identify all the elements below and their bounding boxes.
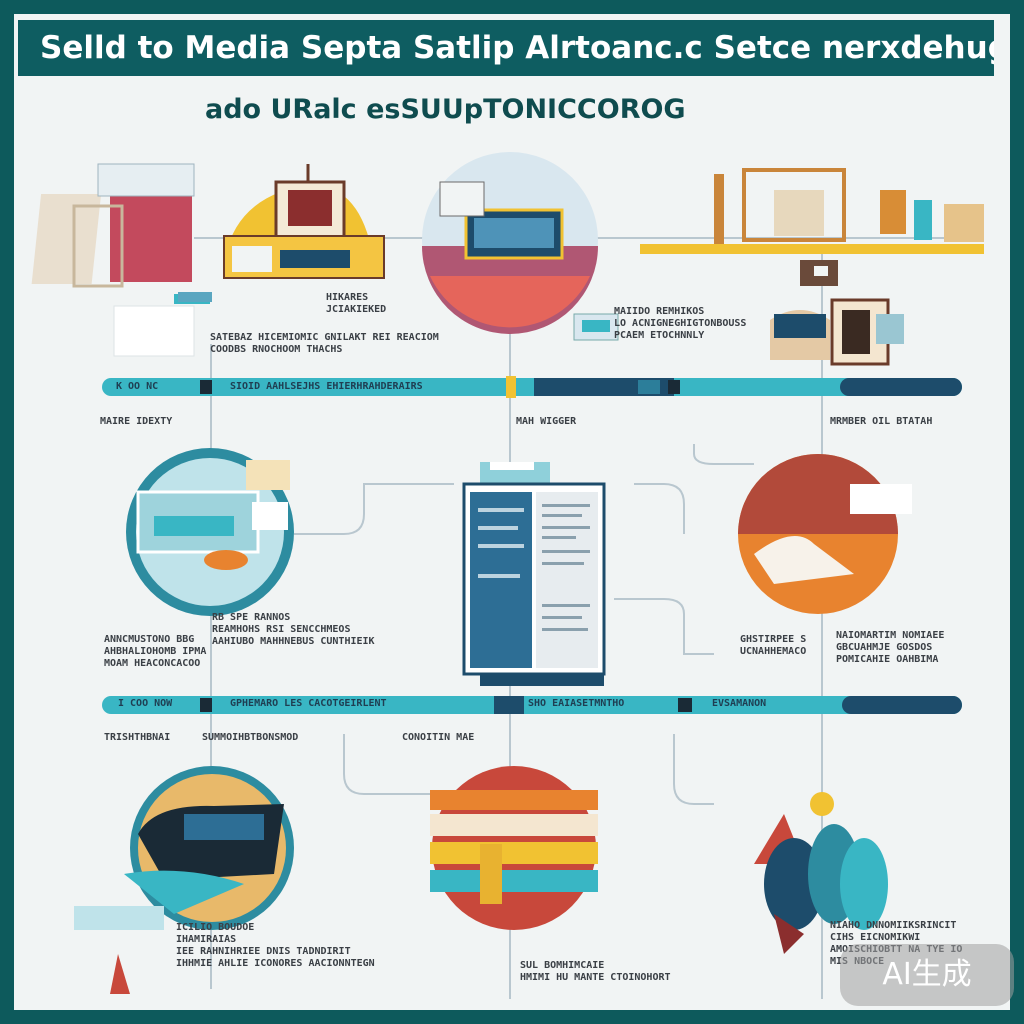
dashboard-circle-illustration [422,152,598,334]
timeline-bar-row2 [102,696,962,714]
row2-bar-far-label: EVSAMANON [712,698,767,709]
row2-bar-right-label: SHO EAIASETMNTHO [528,698,625,709]
striped-circle-illustration [430,766,598,930]
row1-below-a: MAIRE IDEXTY [100,416,173,427]
row2-bar-mid-label: GPHEMARO LES CACOTGEIRLENT [230,698,387,709]
row1-below-c: MRMBER OIL BTATAH [830,416,933,427]
title-banner: Selld to Media Septa Satlip Alrtoanc.c S… [18,20,994,76]
row1-below-b: MAH WIGGER [516,416,577,427]
server-box-illustration [31,163,210,357]
central-document-illustration [462,462,606,686]
page-title: Selld to Media Septa Satlip Alrtoanc.c S… [40,30,994,66]
small-devices-illustration [573,298,904,366]
right-circle-illustration [738,454,912,614]
row2-below-a: TRISHTHBNAI [104,732,171,743]
row2-below-c: CONOITIN MAE [402,732,475,743]
people-group-illustration [754,792,888,954]
device-hand-circle-illustration [74,766,294,994]
machine-illustration [178,164,385,302]
page-subtitle: ado URalc esSUUpTONICCOROG [205,94,686,125]
illustration-layer [31,152,984,999]
row1-bar-left-label: K OO NC [116,381,159,392]
infographic-canvas [14,14,1010,1010]
timeline-bar-row1 [102,376,962,398]
row1-bar-mid-label: SIOID AAHLSEJHS EHIERHRAHDERAIRS [230,381,423,392]
factory-illustration [640,168,984,286]
ai-generated-watermark: AI生成 [840,944,1014,1006]
row2-below-b: SUMMOIHBTBONSMOD [202,732,299,743]
row2-bar-left-label: I COO NOW [118,698,173,709]
left-circle-illustration [126,448,294,616]
